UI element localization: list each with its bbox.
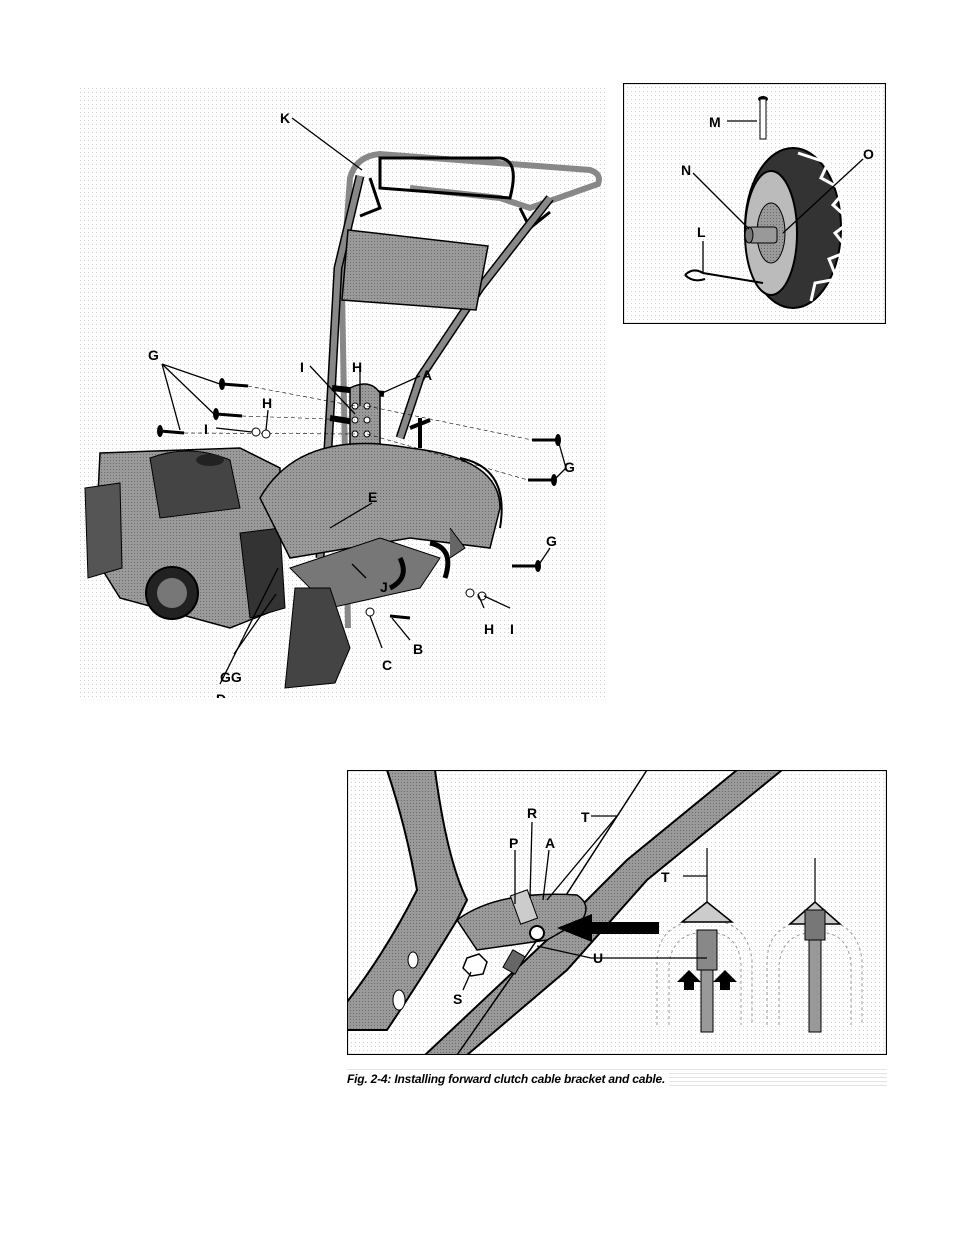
label-a: A <box>422 367 432 383</box>
label-h-top: H <box>352 359 362 375</box>
cable-bracket-figure: R T P A T U S <box>347 770 887 1055</box>
label-h-right: H <box>484 621 494 637</box>
label-g-left: G <box>148 347 159 363</box>
label-l: L <box>697 224 706 240</box>
label-g-lower: G <box>546 533 557 549</box>
label-g-right: G <box>564 459 575 475</box>
label-b: B <box>413 641 423 657</box>
label-c: C <box>382 657 392 673</box>
tiller-exploded-view: K A H I G H I G G E J H I B C D GG <box>80 88 605 698</box>
label-a-cable: A <box>545 835 555 851</box>
label-s: S <box>453 991 462 1007</box>
pin-m <box>758 96 768 139</box>
wheel-inset-drawing: M N O L <box>623 83 886 324</box>
label-n: N <box>681 162 691 178</box>
label-h-left: H <box>262 395 272 411</box>
label-u: U <box>593 950 603 966</box>
label-i-right: I <box>510 621 514 637</box>
label-o: O <box>863 146 874 162</box>
cable-bracket-drawing: R T P A T U S <box>347 770 887 1055</box>
label-t-upper: T <box>581 809 590 825</box>
tiller-exploded-drawing: K A H I G H I G G E J H I B C D GG <box>80 88 605 698</box>
figure-caption: Fig. 2-4: Installing forward clutch cabl… <box>347 1069 887 1089</box>
label-d: D <box>216 691 226 698</box>
wheel-inset: M N O L <box>623 83 886 324</box>
label-e: E <box>368 489 377 505</box>
label-p: P <box>509 835 518 851</box>
label-i-left: I <box>204 421 208 437</box>
label-r: R <box>527 805 537 821</box>
label-m: M <box>709 114 721 130</box>
figure-caption-text: Fig. 2-4: Installing forward clutch cabl… <box>347 1072 669 1086</box>
label-k: K <box>280 110 290 126</box>
label-i-top: I <box>300 359 304 375</box>
label-j: J <box>380 579 388 595</box>
label-gg: GG <box>220 669 242 685</box>
label-t-detail: T <box>661 869 670 885</box>
hub-n <box>745 227 777 243</box>
